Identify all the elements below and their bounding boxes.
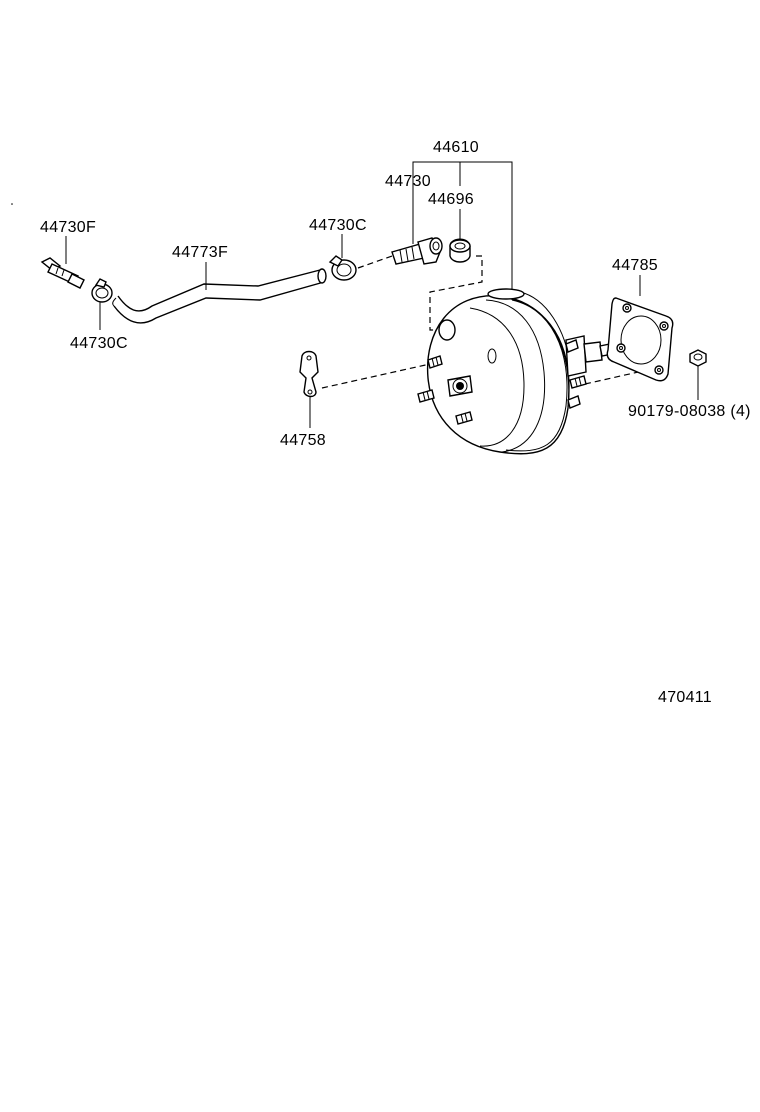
- part-44730c-clamp-right: [328, 255, 357, 281]
- booster-rear-output: [565, 335, 613, 409]
- label-44773f: 44773F: [172, 244, 228, 261]
- label-44730c-bottom: 44730C: [70, 335, 128, 352]
- label-44730: 44730: [385, 173, 431, 190]
- label-44730c-top: 44730C: [309, 217, 367, 234]
- label-44730f: 44730F: [40, 219, 96, 236]
- part-90179-08038-nut: [689, 349, 707, 367]
- part-44730-union: [391, 237, 443, 265]
- part-44730c-clamp-left: [91, 278, 113, 303]
- label-44785: 44785: [612, 257, 658, 274]
- part-44758-bracket: [299, 350, 319, 398]
- part-44730f-fitting: [40, 257, 85, 289]
- label-44696: 44696: [428, 191, 474, 208]
- part-44773f-hose: [112, 268, 327, 324]
- part-44785-gasket: [606, 297, 674, 382]
- label-44610: 44610: [433, 139, 479, 156]
- booster-push-rod: [447, 375, 473, 397]
- assembly-dashed-lines: [321, 255, 666, 389]
- label-44758: 44758: [280, 432, 326, 449]
- leader-lines: [65, 161, 699, 428]
- label-90179-08038: 90179-08038 (4): [628, 403, 751, 420]
- part-44610-brake-booster: [417, 288, 613, 455]
- booster-front-studs: [417, 355, 473, 425]
- scan-speck: [11, 203, 13, 205]
- label-reference-number: 470411: [658, 689, 712, 706]
- part-44696-grommet: [449, 238, 471, 263]
